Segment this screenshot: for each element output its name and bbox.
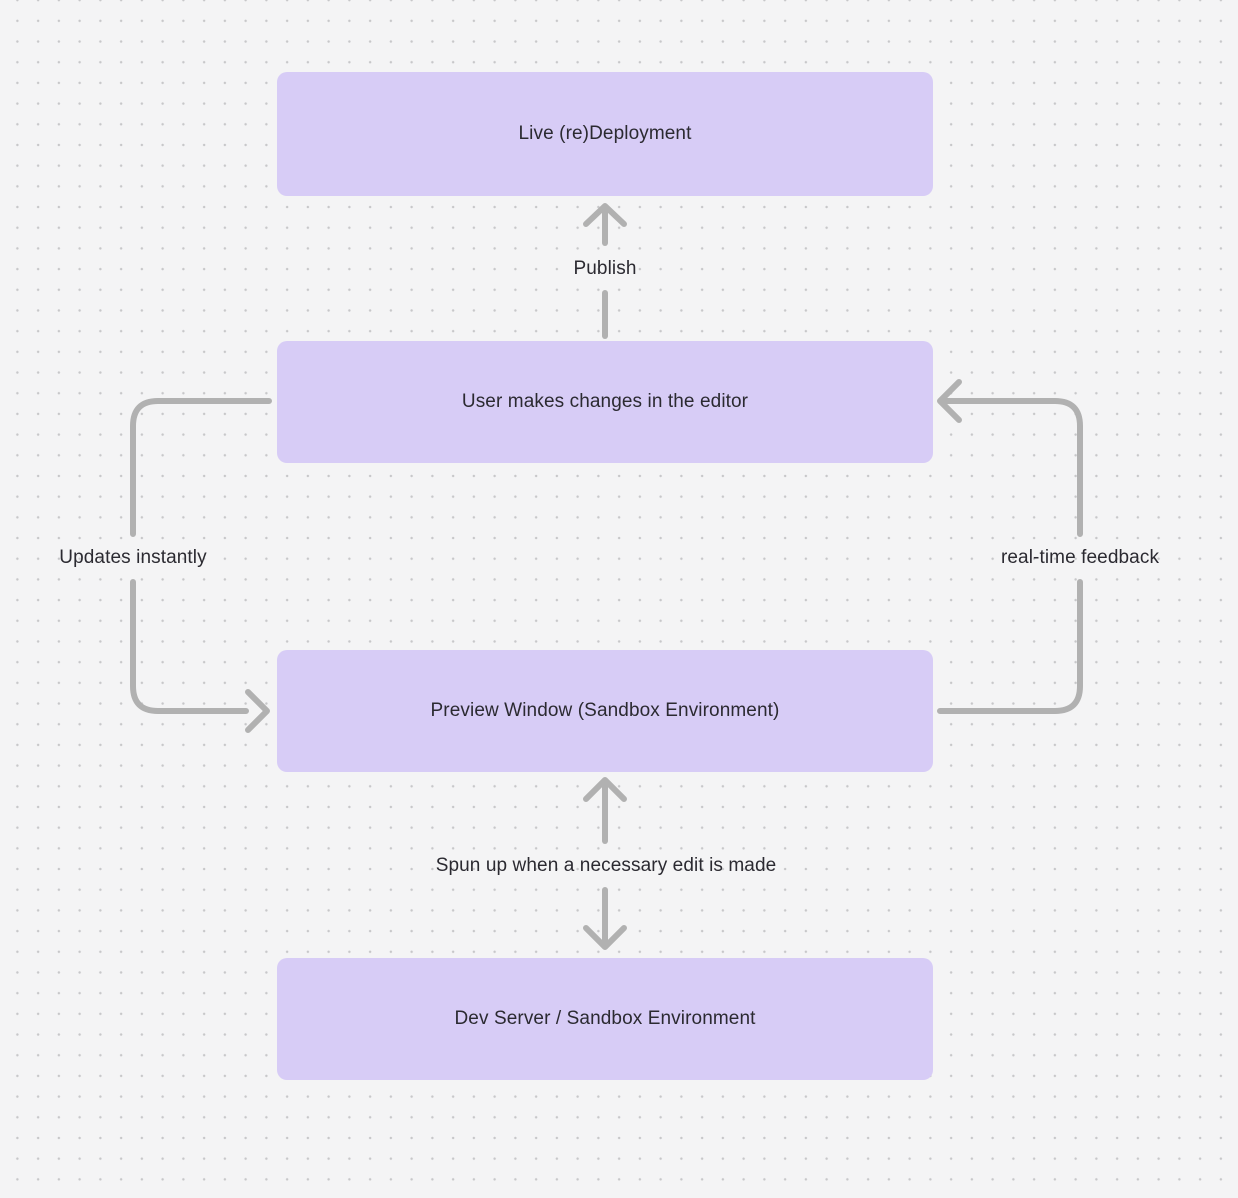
node-live-redeployment[interactable]: Live (re)Deployment: [277, 72, 933, 196]
edge-updates-upper: [130, 398, 272, 537]
edge-updates-lower: [130, 579, 249, 714]
arrow-down-icon: [583, 925, 627, 950]
node-label: Dev Server / Sandbox Environment: [454, 1008, 756, 1029]
node-dev-server[interactable]: Dev Server / Sandbox Environment: [277, 958, 933, 1080]
edge-feedback-upper: [940, 398, 1083, 537]
node-label: Preview Window (Sandbox Environment): [430, 700, 780, 721]
node-label: User makes changes in the editor: [461, 391, 749, 412]
edge-publish[interactable]: [583, 203, 627, 339]
node-label: Live (re)Deployment: [518, 123, 692, 144]
edge-label-real-time-feedback: real-time feedback: [1000, 547, 1160, 568]
edge-label-publish: Publish: [573, 258, 637, 279]
arrow-right-icon: [245, 689, 270, 733]
node-preview-window[interactable]: Preview Window (Sandbox Environment): [277, 650, 933, 772]
edge-label-spun-up: Spun up when a necessary edit is made: [435, 855, 777, 876]
edge-updates-instantly[interactable]: [130, 398, 272, 733]
edge-label-updates-instantly: Updates instantly: [59, 547, 207, 568]
edge-spun-up[interactable]: [583, 777, 627, 950]
edge-feedback-lower: [937, 579, 1083, 714]
edge-real-time-feedback[interactable]: [937, 379, 1083, 714]
node-user-makes-changes[interactable]: User makes changes in the editor: [277, 341, 933, 463]
